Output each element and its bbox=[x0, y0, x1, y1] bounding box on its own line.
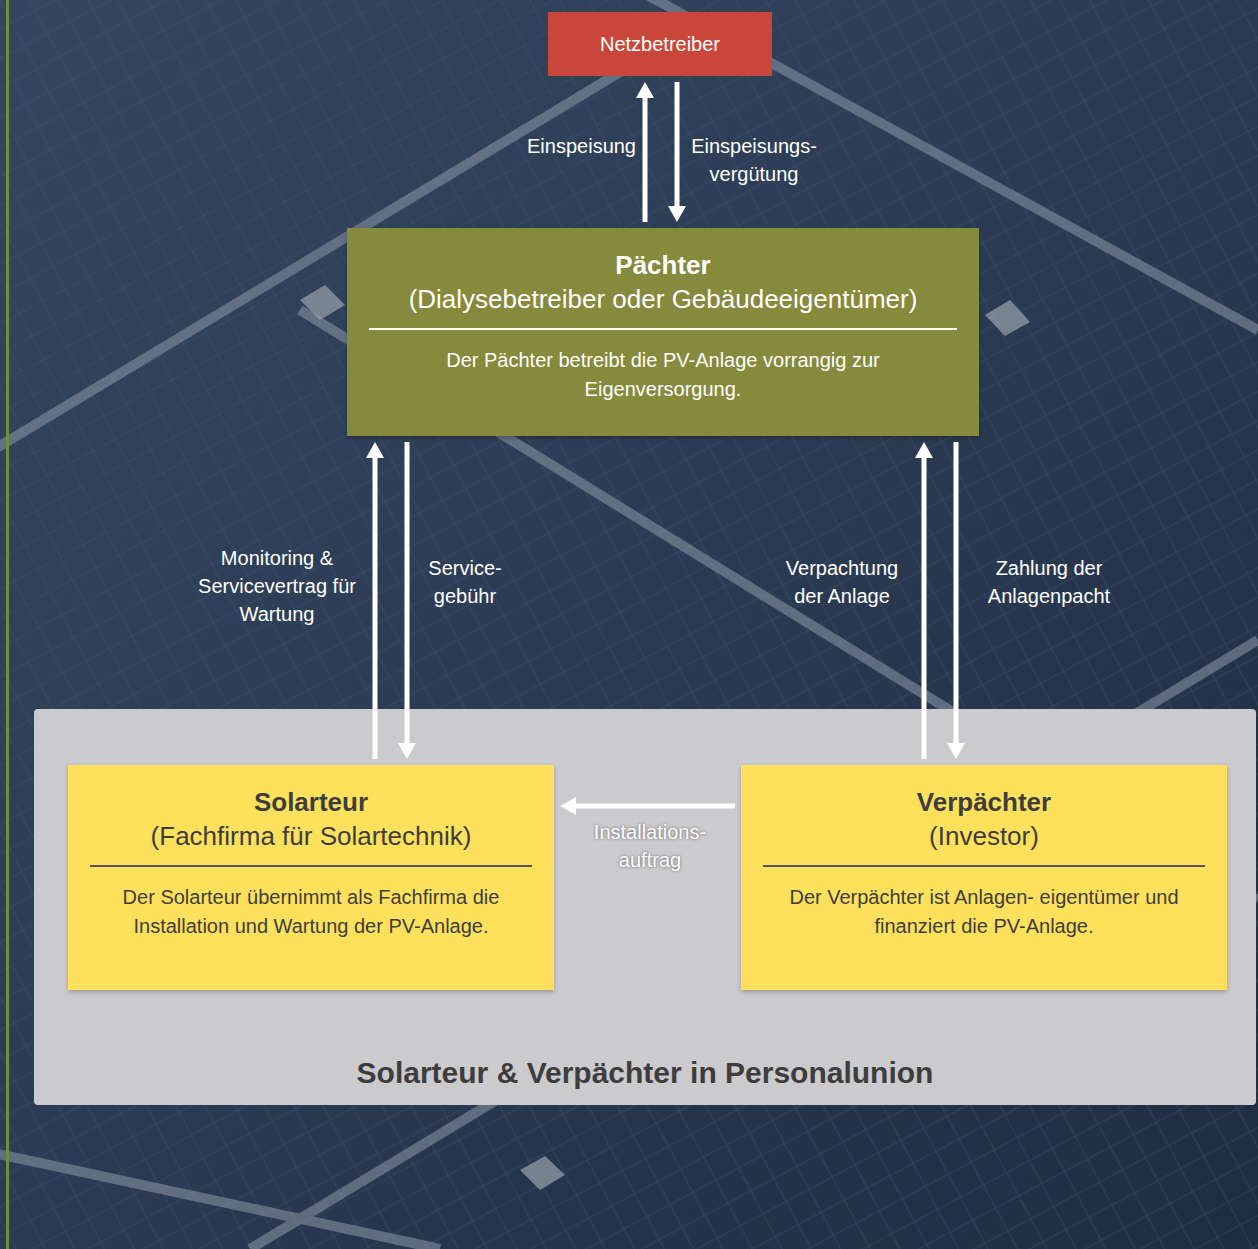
box-description: Der Verpächter ist Anlagen- eigentümer u… bbox=[763, 883, 1205, 941]
joint-venture-band: Solarteur & Verpächter in Personalunion S… bbox=[34, 709, 1256, 1105]
flow-arrow bbox=[947, 442, 965, 759]
flow-arrow bbox=[366, 442, 384, 759]
box-heading: Solarteur bbox=[90, 785, 532, 819]
edge-label: Einspeisung bbox=[490, 132, 636, 160]
arrow-head bbox=[636, 82, 654, 98]
edge-label: Installations- auftrag bbox=[578, 818, 722, 874]
arrow-shaft bbox=[675, 82, 680, 207]
grid-operator-box: Netzbetreiber bbox=[548, 12, 772, 76]
divider-line bbox=[90, 865, 532, 867]
arrow-shaft bbox=[575, 804, 735, 809]
arrow-shaft bbox=[954, 442, 959, 744]
box-description: Der Solarteur übernimmt als Fachfirma di… bbox=[90, 883, 532, 941]
box-heading: Verpächter bbox=[763, 785, 1205, 819]
arrow-shaft bbox=[405, 442, 410, 744]
edge-label: Zahlung der Anlagenpacht bbox=[966, 554, 1132, 610]
flow-arrow bbox=[668, 82, 686, 222]
flow-arrow bbox=[636, 82, 654, 222]
edge-label: Einspeisungs- vergütung bbox=[684, 132, 824, 188]
divider-line bbox=[763, 865, 1205, 867]
band-title: Solarteur & Verpächter in Personalunion bbox=[44, 1055, 1246, 1091]
edge-label: Verpachtung der Anlage bbox=[772, 554, 912, 610]
box-subtitle: (Dialysebetreiber oder Gebäudeeigentümer… bbox=[369, 282, 957, 316]
box-description: Der Pächter betreibt die PV-Anlage vorra… bbox=[369, 346, 957, 404]
investor-box: Verpächter(Investor) Der Verpächter ist A… bbox=[741, 765, 1227, 990]
edge-label: Monitoring & Servicevertrag für Wartung bbox=[194, 544, 360, 628]
arrow-shaft bbox=[373, 457, 378, 759]
flow-arrow bbox=[398, 442, 416, 759]
flow-arrow bbox=[560, 797, 735, 815]
arrow-shaft bbox=[643, 97, 648, 222]
edge-label: Service- gebühr bbox=[416, 554, 514, 610]
arrow-head bbox=[915, 442, 933, 458]
arrow-head bbox=[398, 743, 416, 759]
arrow-head bbox=[560, 797, 576, 815]
divider-line bbox=[369, 328, 957, 330]
box-subtitle: (Investor) bbox=[763, 819, 1205, 853]
arrow-head bbox=[366, 442, 384, 458]
arrow-head bbox=[668, 206, 686, 222]
arrow-shaft bbox=[922, 457, 927, 759]
installer-box: Solarteur(Fachfirma für Solartechnik) Der… bbox=[68, 765, 554, 990]
box-title: Netzbetreiber bbox=[600, 31, 720, 57]
lessee-box: Pächter(Dialysebetreiber oder Gebäudeeig… bbox=[347, 228, 979, 436]
arrow-head bbox=[947, 743, 965, 759]
box-heading: Pächter bbox=[369, 248, 957, 282]
box-subtitle: (Fachfirma für Solartechnik) bbox=[90, 819, 532, 853]
flow-arrow bbox=[915, 442, 933, 759]
